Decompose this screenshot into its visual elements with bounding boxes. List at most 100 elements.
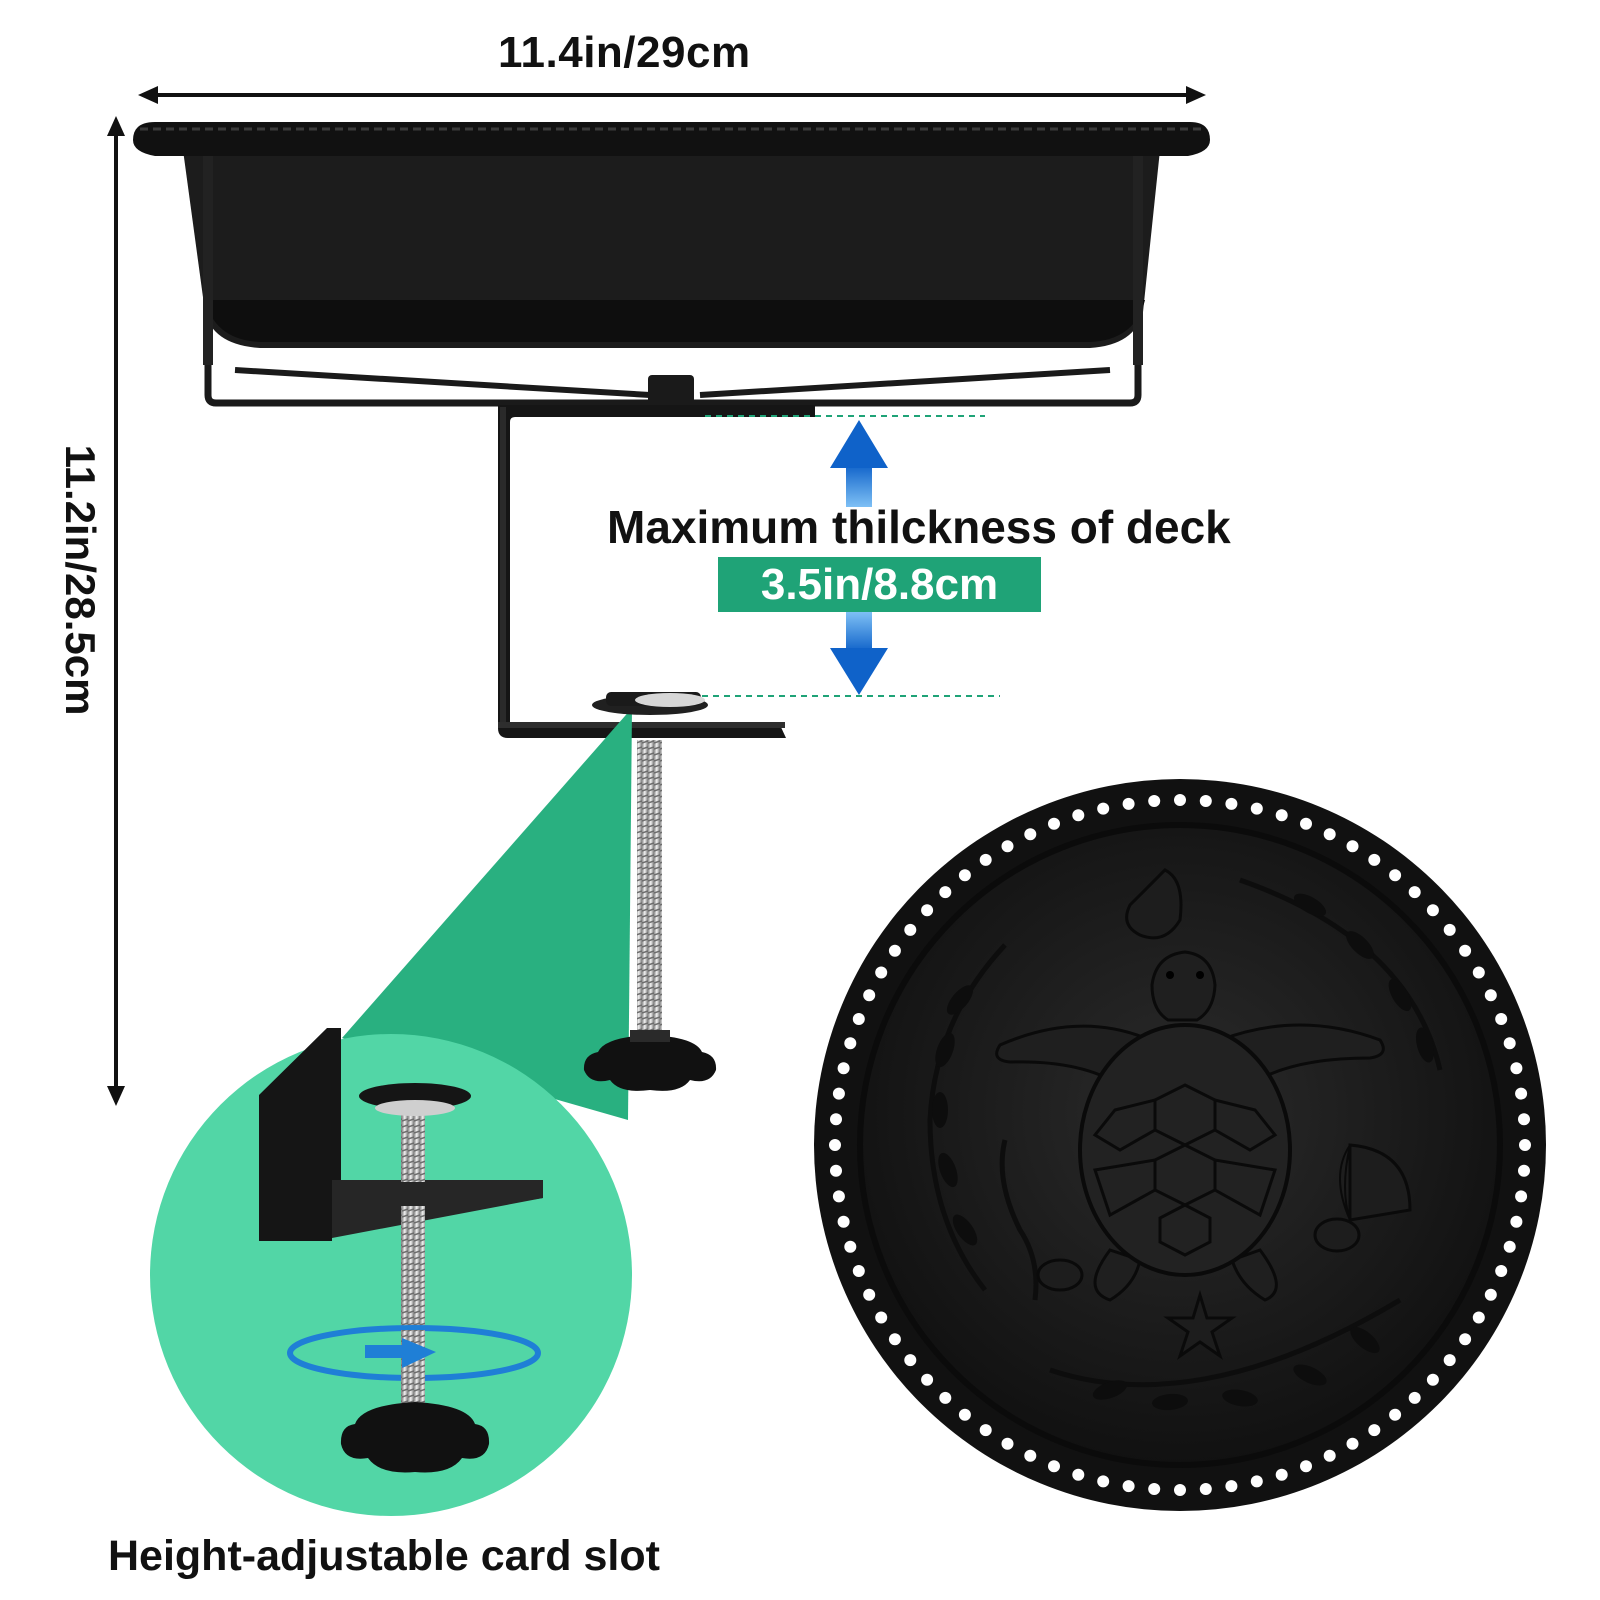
rim-dot: [1001, 840, 1014, 853]
rim-dot: [1346, 1437, 1359, 1450]
rim-dot: [1323, 1449, 1336, 1462]
rim-dot: [958, 1408, 971, 1421]
leaf-ornaments: [932, 893, 1435, 1411]
c-clamp: [498, 405, 815, 738]
rim-dot: [1122, 1480, 1135, 1493]
rim-dot: [863, 1288, 876, 1301]
rim-dot: [921, 904, 934, 917]
rim-dot: [1024, 828, 1037, 841]
rim-dot: [1518, 1164, 1530, 1177]
width-dimension-label: 11.4in/29cm: [498, 28, 751, 77]
rim-dot: [1484, 1288, 1497, 1301]
rim-dot: [939, 886, 952, 899]
rim-dot: [837, 1215, 850, 1228]
rim-dot: [1148, 795, 1161, 807]
rim-dot: [979, 1424, 992, 1437]
rim-dot: [1503, 1240, 1516, 1253]
height-dimension-arrow: [107, 116, 125, 1106]
rim-dot: [1346, 840, 1359, 853]
rim-dot: [1148, 1483, 1161, 1495]
rim-dot: [1510, 1215, 1523, 1228]
rim-dot: [1072, 809, 1085, 822]
rim-dot: [852, 1265, 865, 1277]
rim-dot: [1426, 1373, 1439, 1386]
width-dimension-arrow: [138, 86, 1206, 104]
rim-dot: [1472, 966, 1485, 979]
rim-dots: [829, 794, 1531, 1496]
rim-dot: [1443, 923, 1456, 936]
rim-dot: [1072, 1468, 1085, 1481]
rim-dot: [875, 966, 888, 979]
rim-dot: [1275, 809, 1288, 822]
rim-dot: [875, 1311, 888, 1324]
rim-dot: [1515, 1087, 1528, 1100]
rim-dot: [1199, 795, 1212, 807]
rim-dot: [1443, 1354, 1456, 1367]
rim-dot: [844, 1240, 857, 1253]
rim-dot: [1199, 1483, 1212, 1495]
rim-dot: [1048, 817, 1060, 830]
rim-dot: [1484, 989, 1497, 1002]
rim-dot: [1408, 1391, 1421, 1404]
rim-dot: [939, 1391, 952, 1404]
starfish-icon: [1163, 1289, 1237, 1360]
rim-dot: [832, 1087, 845, 1100]
rim-dot: [888, 1333, 901, 1346]
rim-dot: [1368, 853, 1381, 866]
rim-dot: [1225, 797, 1238, 810]
rim-dot: [921, 1373, 934, 1386]
rim-dot: [1472, 1311, 1485, 1324]
rim-dot: [1097, 1475, 1110, 1488]
card-slot-caption: Height-adjustable card slot: [108, 1532, 660, 1580]
rim-dot: [829, 1139, 841, 1151]
rim-dot: [1389, 1408, 1402, 1421]
rim-dot: [830, 1164, 842, 1177]
rim-dot: [1048, 1460, 1060, 1473]
rim-dot: [1389, 869, 1402, 882]
turtle-emblem-icon: [995, 950, 1385, 1302]
rotate-arrow-icon: [287, 1325, 541, 1390]
rim-dot: [1426, 904, 1439, 917]
rim-dot: [1518, 1113, 1530, 1126]
rim-dot: [1174, 794, 1186, 806]
rim-dot: [904, 1354, 917, 1367]
rim-dot: [979, 853, 992, 866]
rim-dot: [837, 1062, 850, 1075]
rim-dot: [830, 1113, 842, 1126]
rim-dot: [1323, 828, 1336, 841]
height-dimension-label: 11.2in/28.5cm: [57, 444, 104, 716]
deck-thickness-label: Maximum thilckness of deck: [607, 501, 1231, 553]
tray-top-view: [814, 779, 1546, 1511]
rim-dot: [844, 1037, 857, 1050]
deck-guide-lines: [680, 415, 1000, 697]
rim-dot: [1368, 1424, 1381, 1437]
rim-dot: [1174, 1484, 1186, 1496]
deck-up-arrow: [830, 420, 888, 507]
rim-dot: [1001, 1437, 1014, 1450]
rim-dot: [1300, 817, 1312, 830]
rim-dot: [863, 989, 876, 1002]
rim-dot: [1519, 1139, 1531, 1151]
rim-dot: [1250, 802, 1263, 815]
rim-dot: [1459, 944, 1472, 957]
rim-dot: [1225, 1480, 1238, 1493]
deck-thickness-value: 3.5in/8.8cm: [718, 557, 1041, 612]
rim-dot: [1510, 1062, 1523, 1075]
rim-dot: [1459, 1333, 1472, 1346]
rim-dot: [1515, 1190, 1528, 1203]
rim-dot: [1495, 1265, 1508, 1277]
deck-down-arrow: [830, 612, 888, 695]
rim-dot: [1300, 1460, 1312, 1473]
clamp-screw: [583, 692, 717, 1091]
rim-dot: [1097, 802, 1110, 815]
rim-dot: [832, 1190, 845, 1203]
rim-dot: [1024, 1449, 1037, 1462]
rim-dot: [1250, 1475, 1263, 1488]
rim-dot: [888, 944, 901, 957]
rim-dot: [958, 869, 971, 882]
rim-dot: [1503, 1037, 1516, 1050]
rim-dot: [904, 923, 917, 936]
rim-dot: [1408, 886, 1421, 899]
rim-dot: [1275, 1468, 1288, 1481]
